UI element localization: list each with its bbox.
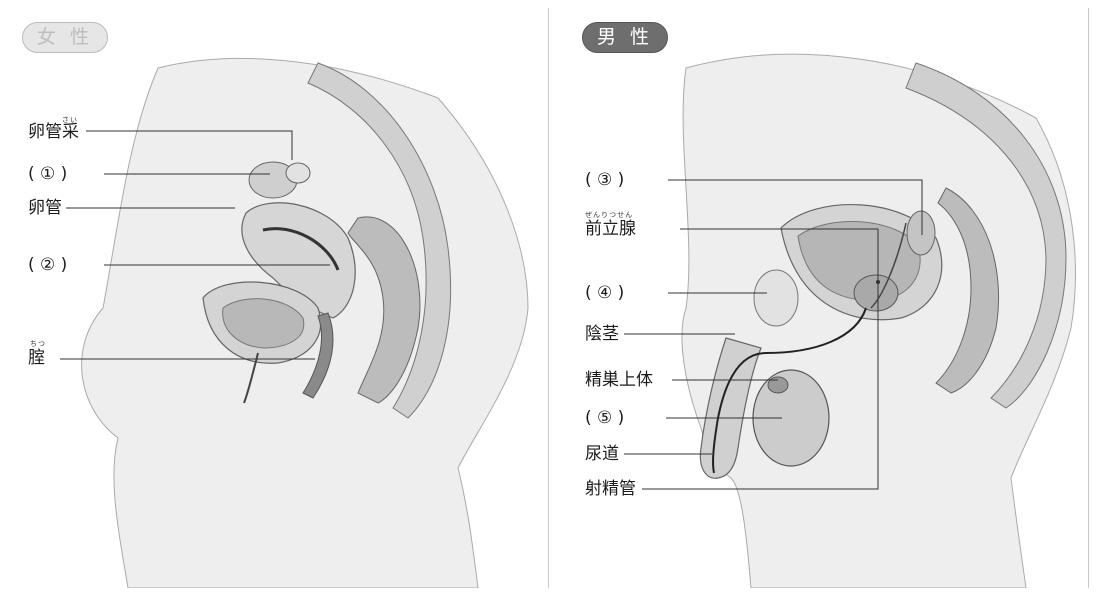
label-urethra: 尿道 <box>585 444 619 464</box>
label-prostate: 前立腺 <box>585 219 636 239</box>
male-panel <box>566 8 1089 588</box>
vagina-ruby: ちつ <box>30 340 46 348</box>
male-testis <box>753 370 829 466</box>
label-blank-5: ( ⑤ ) <box>585 408 624 428</box>
label-ejaculatory-duct: 射精管 <box>585 479 636 499</box>
prostate-ruby: ぜんりつせん <box>585 211 633 219</box>
label-blank-4: ( ④ ) <box>585 283 624 303</box>
male-title-badge: 男 性 <box>582 22 668 53</box>
female-title-badge: 女 性 <box>22 22 108 53</box>
label-penis: 陰茎 <box>585 324 619 344</box>
female-anatomy-illustration <box>8 8 548 588</box>
male-seminal-vesicle <box>907 211 935 255</box>
male-pubic-bone <box>754 270 798 326</box>
label-blank-3: ( ③ ) <box>585 170 624 190</box>
label-epididymis: 精巣上体 <box>585 370 653 390</box>
male-prostate <box>854 275 898 311</box>
female-panel: 女 性 <box>8 8 549 588</box>
label-blank-2: ( ② ) <box>28 255 67 275</box>
label-oviduct: 卵管 <box>28 198 62 218</box>
label-blank-1: ( ① ) <box>28 164 67 184</box>
male-anatomy-illustration <box>566 8 1088 588</box>
label-vagina: 腟 <box>28 348 45 368</box>
label-fimbriae: 卵管采 <box>28 122 79 142</box>
